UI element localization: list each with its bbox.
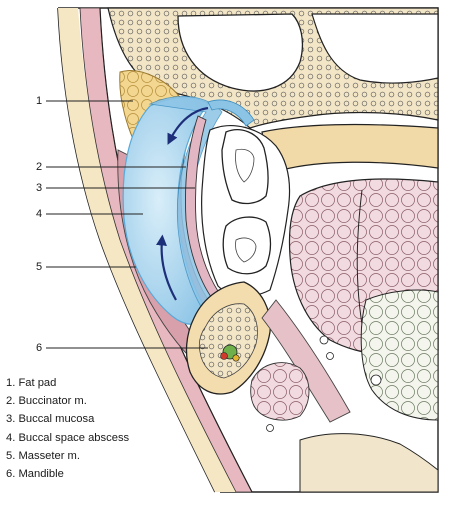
legend-item-buccinator: 2. Buccinator m. bbox=[6, 395, 87, 408]
submandibular-gland bbox=[250, 362, 310, 421]
legend-item-buccal-mucosa: 3. Buccal mucosa bbox=[6, 413, 95, 426]
label-number-6: 6 bbox=[36, 342, 43, 354]
genioglossus bbox=[360, 289, 439, 421]
inferior-alveolar-artery bbox=[220, 352, 228, 360]
arrow-lower bbox=[156, 234, 177, 301]
maxillary-sinus bbox=[177, 13, 304, 92]
legend-item-masseter: 5. Masseter m. bbox=[6, 449, 80, 462]
label-number-5: 5 bbox=[36, 261, 43, 273]
medial-pterygoid bbox=[261, 299, 351, 423]
legend-item-mandible: 6. Mandible bbox=[6, 468, 64, 481]
vessel-2 bbox=[326, 352, 334, 360]
mandible-cortex bbox=[198, 303, 258, 379]
nasal-cavity bbox=[311, 13, 439, 84]
arrow-upper bbox=[167, 106, 209, 145]
subcutaneous-layer bbox=[58, 8, 236, 492]
label-number-2: 2 bbox=[36, 161, 43, 173]
vessel-3 bbox=[370, 374, 382, 386]
legend-item-fat-pad: 1. Fat pad bbox=[6, 377, 57, 389]
legend-item-buccal-space-abscess: 4. Buccal space abscess bbox=[6, 431, 130, 444]
palate bbox=[261, 123, 439, 171]
inferior-alveolar-vein bbox=[232, 354, 240, 362]
abscess-sinus-channel bbox=[207, 99, 255, 127]
vessel-1 bbox=[319, 335, 329, 345]
label-number-4: 4 bbox=[36, 208, 43, 220]
legend: 1. Fat pad 2. Buccinator m. 3. Buccal mu… bbox=[6, 374, 136, 484]
vessel-4 bbox=[266, 424, 274, 432]
hyoid-region bbox=[299, 433, 439, 493]
lower-molar-pulp bbox=[235, 237, 257, 263]
label-number-1: 1 bbox=[36, 95, 43, 107]
lower-molar bbox=[222, 216, 272, 275]
label-number-3: 3 bbox=[36, 182, 43, 194]
upper-molar bbox=[221, 129, 269, 205]
upper-molar-pulp bbox=[235, 148, 255, 183]
